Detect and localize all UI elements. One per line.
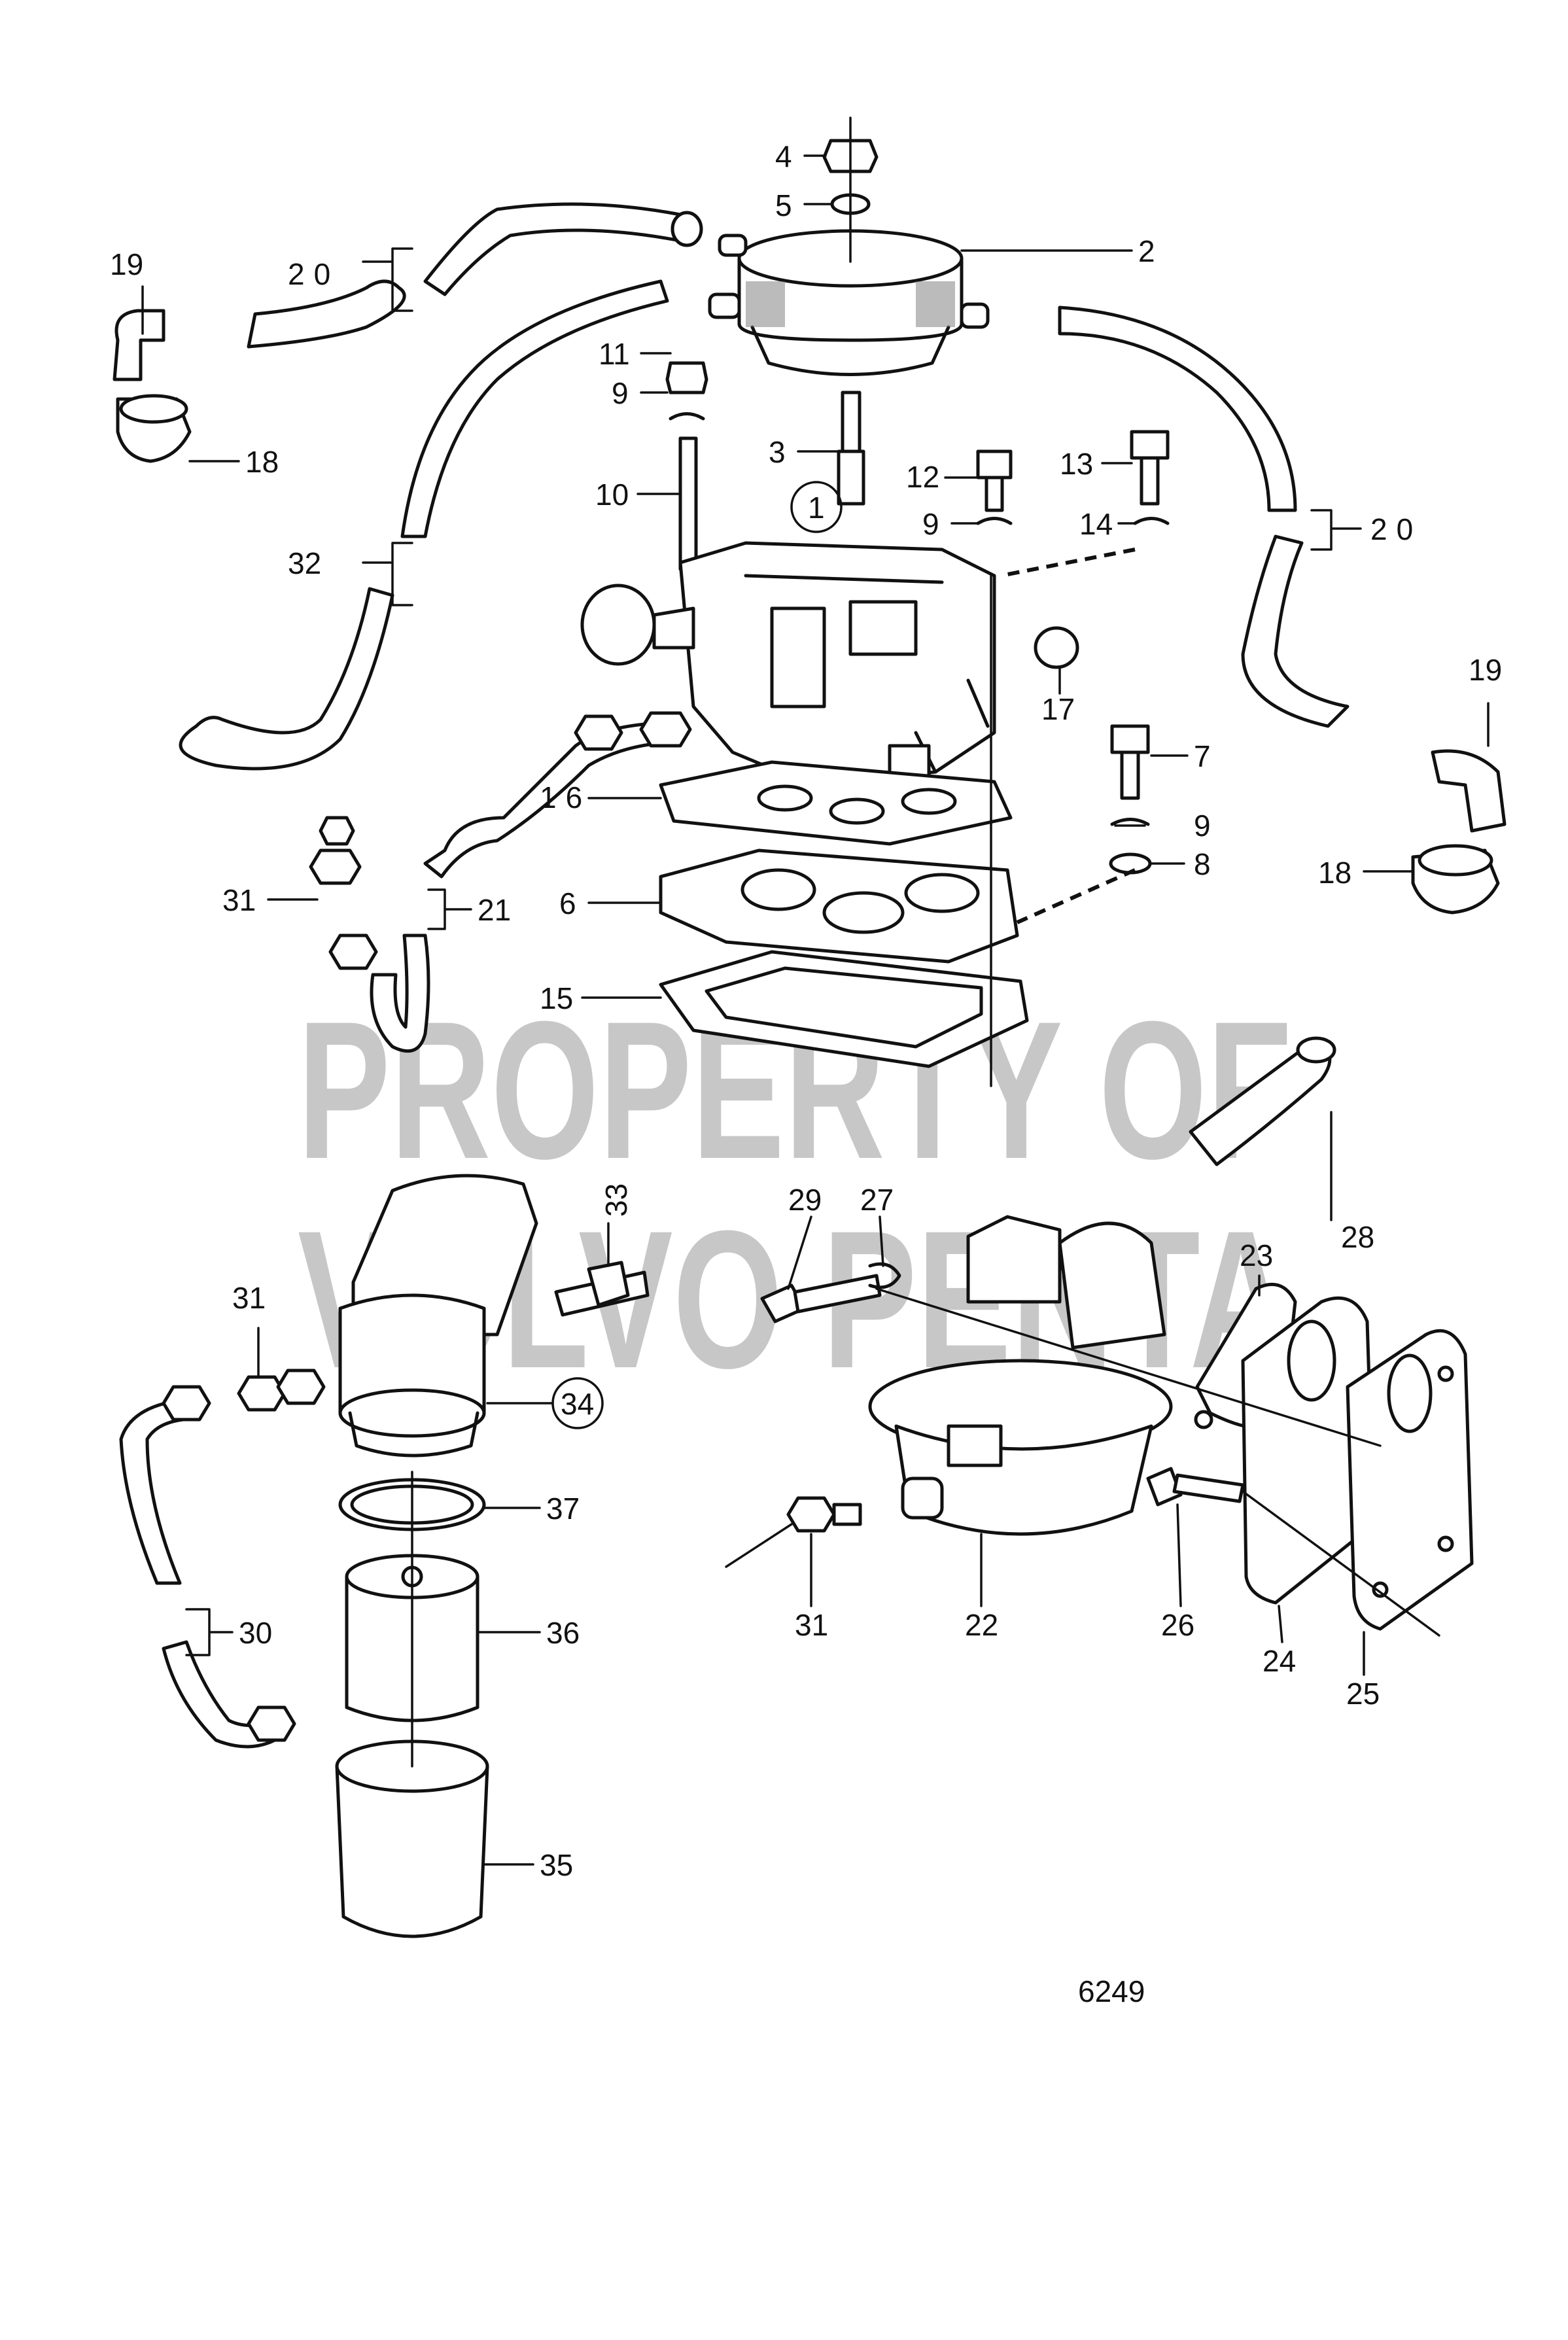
callout-1: 1 (808, 491, 825, 525)
elbow-19-right (1431, 749, 1507, 833)
callout-32: 32 (288, 546, 321, 580)
callout-31-pump: 31 (795, 1608, 828, 1642)
nut-18-left (116, 394, 192, 463)
bolt-13 (1130, 430, 1170, 525)
gasket-16 (659, 760, 1013, 846)
callout-19-left: 19 (110, 247, 143, 281)
callout-26: 26 (1161, 1608, 1194, 1642)
callout-27: 27 (860, 1183, 894, 1217)
fitting-31-top (309, 816, 378, 970)
callout-30: 30 (239, 1616, 272, 1650)
clip-27 (868, 1262, 901, 1289)
callout-33: 33 (599, 1183, 633, 1217)
callout-10: 10 (595, 478, 629, 512)
fuel-line-21 (370, 711, 692, 1053)
bolt-12 (976, 449, 1013, 525)
spacer-6 (659, 848, 1019, 964)
callout-22: 22 (965, 1608, 998, 1642)
elbow-19-left (113, 309, 166, 381)
callout-25: 25 (1346, 1677, 1380, 1711)
callout-36: 36 (546, 1616, 580, 1650)
fitting-31-pump (786, 1496, 862, 1533)
filter-bowl-35 (335, 1739, 489, 1938)
callout-35: 35 (540, 1848, 573, 1882)
callout-23: 23 (1240, 1238, 1273, 1272)
callout-13: 13 (1060, 447, 1093, 481)
callout-labels: 4 5 2 19 20 11 9 18 10 3 12 13 1 9 14 20… (110, 139, 1502, 1882)
callout-21: 21 (478, 893, 511, 927)
callout-16: 16 (540, 780, 591, 814)
callout-17: 17 (1041, 692, 1075, 726)
callout-31-top: 31 (222, 883, 256, 917)
nipple-33 (554, 1261, 650, 1317)
callout-18-left: 18 (245, 445, 279, 479)
plug-17 (1034, 626, 1079, 669)
callout-20-left: 20 (288, 257, 340, 291)
callout-12: 12 (906, 460, 939, 494)
callout-15: 15 (540, 981, 573, 1015)
callout-8: 8 (1194, 847, 1211, 881)
figure-number: 6249 (1078, 1974, 1145, 2008)
callout-3: 3 (769, 435, 786, 469)
fuel-line-30 (119, 1385, 296, 1749)
stud-10 (665, 361, 708, 571)
hose-20-right (1058, 306, 1350, 728)
leader-lines (141, 154, 1490, 1866)
callout-34: 34 (561, 1387, 594, 1421)
callout-24: 24 (1263, 1644, 1296, 1678)
filter-housing-34 (338, 1174, 538, 1458)
fitting-31-filter (237, 1369, 326, 1412)
carburettor (580, 541, 996, 787)
bolt-26 (1146, 1467, 1245, 1507)
callout-7: 7 (1194, 739, 1211, 773)
callout-6: 6 (559, 886, 576, 920)
bolt-7 (1109, 724, 1152, 875)
fuel-pump-22 (868, 1215, 1173, 1536)
callout-9-top: 9 (612, 376, 629, 410)
fuel-pipe-28 (1189, 1036, 1336, 1166)
callout-11: 11 (599, 337, 630, 371)
callout-2: 2 (1138, 234, 1155, 268)
callout-28: 28 (1341, 1220, 1374, 1254)
callout-37: 37 (546, 1492, 580, 1526)
callout-20-right: 20 (1370, 512, 1422, 546)
gasket-25 (1346, 1329, 1474, 1631)
callout-18-right: 18 (1318, 856, 1351, 890)
callout-9-lower: 9 (1194, 809, 1211, 843)
callout-14: 14 (1079, 507, 1113, 541)
air-cleaner (708, 229, 990, 376)
gasket-15 (659, 950, 1029, 1068)
hose-20-left (247, 202, 703, 349)
hose-32 (179, 279, 669, 771)
callout-31-filter: 31 (232, 1281, 266, 1315)
bolt-29 (760, 1274, 882, 1323)
callout-9-mid: 9 (922, 507, 939, 541)
callout-29: 29 (788, 1183, 822, 1217)
stud-3 (837, 391, 865, 506)
callout-19-right: 19 (1469, 653, 1502, 687)
nut-18-right (1411, 844, 1500, 915)
callout-5: 5 (775, 188, 792, 222)
callout-4: 4 (775, 139, 792, 173)
